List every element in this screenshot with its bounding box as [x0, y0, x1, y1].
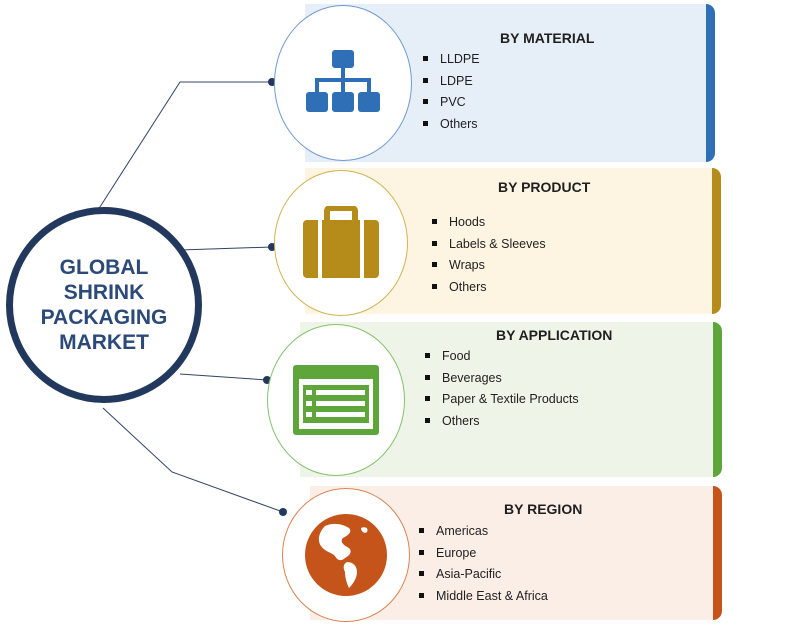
- list-item-label: Middle East & Africa: [436, 588, 548, 603]
- list-item-label: Paper & Textile Products: [442, 392, 579, 406]
- list-item-label: Hoods: [449, 215, 486, 229]
- segment-list: LLDPE LDPE PVC Others: [423, 49, 480, 135]
- list-item-label: Labels & Sleeves: [449, 236, 546, 251]
- list-item: Paper & Textile Products: [425, 389, 579, 411]
- segment-title: BY MATERIAL: [500, 30, 595, 46]
- bullet-icon: [425, 353, 430, 359]
- list-item: Wraps: [432, 255, 546, 277]
- segment-list: Americas Europe Asia-Pacific Middle East…: [419, 521, 548, 607]
- list-item-label: PVC: [440, 95, 466, 109]
- connector-application: [179, 373, 268, 381]
- panel-accent-bar: [706, 4, 715, 162]
- list-item-label: Wraps: [449, 258, 485, 272]
- hub-circle: GLOBAL SHRINK PACKAGING MARKET: [6, 207, 202, 403]
- list-item-label: Food: [442, 349, 471, 363]
- list-item-label: Beverages: [442, 370, 502, 385]
- segment-title: BY REGION: [504, 501, 583, 517]
- list-item-label: Europe: [436, 545, 477, 560]
- bullet-icon: [425, 396, 430, 402]
- bullet-icon: [425, 417, 430, 423]
- list-item-label: LDPE: [440, 73, 473, 88]
- list-item: Middle East & Africa: [419, 586, 548, 608]
- connector-product: [179, 246, 273, 251]
- list-item: Hoods: [432, 212, 546, 234]
- segment-title: BY APPLICATION: [496, 327, 613, 343]
- hub-title-line: GLOBAL: [59, 256, 149, 279]
- list-item: LDPE: [423, 71, 480, 93]
- list-item: Americas: [419, 521, 548, 543]
- bullet-icon: [423, 77, 428, 83]
- icon-circle-product: [274, 170, 408, 316]
- bullet-icon: [419, 571, 424, 577]
- list-item: Others: [423, 114, 480, 136]
- icon-circle-region: [282, 488, 410, 622]
- bullet-icon: [423, 99, 428, 105]
- list-item-label: Others: [442, 413, 480, 428]
- form-list-icon: [293, 365, 379, 435]
- globe-icon: [305, 514, 387, 596]
- bullet-icon: [432, 219, 437, 225]
- list-item: Labels & Sleeves: [432, 234, 546, 256]
- bullet-icon: [419, 592, 424, 598]
- connector-dot-region: [279, 508, 287, 516]
- segment-list: Hoods Labels & Sleeves Wraps Others: [432, 212, 546, 298]
- hierarchy-icon: [306, 50, 380, 112]
- list-item-label: Others: [449, 279, 487, 294]
- hub-title-line: PACKAGING: [40, 306, 168, 329]
- panel-accent-bar: [712, 168, 721, 314]
- panel-accent-bar: [713, 322, 722, 477]
- list-item: LLDPE: [423, 49, 480, 71]
- panel-accent-bar: [713, 486, 722, 620]
- list-item-label: Americas: [436, 524, 489, 538]
- bullet-icon: [432, 240, 437, 246]
- list-item: Food: [425, 346, 579, 368]
- list-item: Asia-Pacific: [419, 564, 548, 586]
- segment-list: Food Beverages Paper & Textile Products …: [425, 346, 579, 432]
- hub-title-line: MARKET: [59, 331, 149, 354]
- suitcase-icon: [303, 206, 379, 278]
- segment-title: BY PRODUCT: [498, 179, 591, 195]
- connector-region: [102, 407, 284, 513]
- connector-material: [97, 81, 272, 211]
- list-item-label: LLDPE: [440, 52, 480, 66]
- icon-circle-application: [267, 324, 405, 476]
- list-item: Others: [432, 277, 546, 299]
- bullet-icon: [432, 283, 437, 289]
- icon-circle-material: [274, 5, 412, 161]
- hub-title-line: SHRINK: [63, 281, 145, 304]
- list-item: Europe: [419, 543, 548, 565]
- list-item: Others: [425, 411, 579, 433]
- bullet-icon: [425, 374, 430, 380]
- hub-title: GLOBAL SHRINK PACKAGING MARKET: [29, 255, 179, 355]
- bullet-icon: [432, 262, 437, 268]
- list-item: PVC: [423, 92, 480, 114]
- bullet-icon: [423, 56, 428, 62]
- list-item-label: Others: [440, 116, 478, 131]
- bullet-icon: [419, 549, 424, 555]
- bullet-icon: [419, 528, 424, 534]
- list-item-label: Asia-Pacific: [436, 567, 502, 581]
- list-item: Beverages: [425, 368, 579, 390]
- bullet-icon: [423, 120, 428, 126]
